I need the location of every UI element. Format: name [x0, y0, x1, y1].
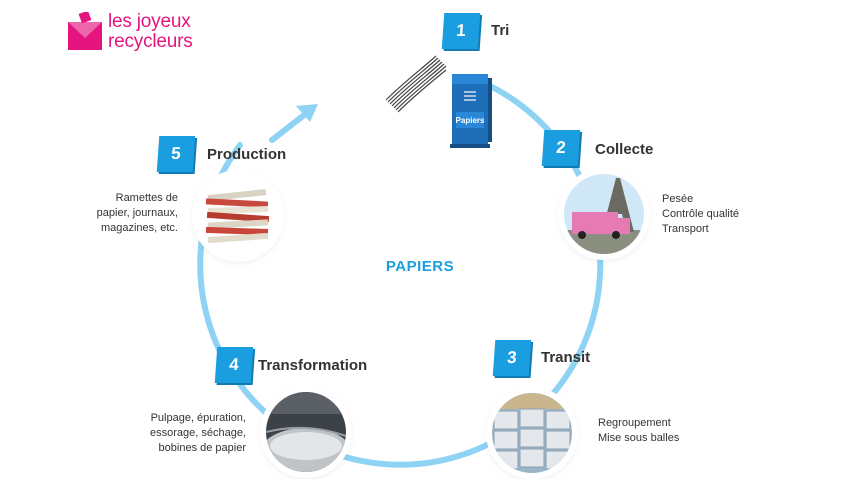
step-1-number: 1 [455, 21, 467, 40]
step-3-description: Regroupement Mise sous balles [598, 416, 679, 446]
paper-stack-icon [376, 44, 452, 120]
paper-bin-icon: Papiers [450, 74, 492, 148]
step-5-desc-line: magazines, etc. [100, 222, 178, 234]
cycle-arrow-icon [269, 104, 318, 143]
step-3-desc-line: Regroupement [598, 417, 671, 429]
step-3-badge: 3 [492, 340, 532, 376]
brand-name: les joyeux recycleurs [108, 12, 193, 52]
step-2-description: Pesée Contrôle qualité Transport [662, 192, 739, 237]
step-3-desc-line: Mise sous balles [598, 432, 680, 444]
newspaper-stack-photo [198, 176, 278, 256]
photo-transit [492, 393, 572, 473]
step-2-desc-line: Pesée [662, 193, 694, 205]
step-5-desc-line: Ramettes de [115, 192, 178, 204]
step-5-number: 5 [170, 144, 182, 163]
step-5-description: Ramettes de papier, journaux, magazines,… [60, 191, 178, 236]
step-4-badge: 4 [214, 347, 254, 383]
brand-line-1: les joyeux [108, 11, 191, 32]
step-4-number: 4 [228, 355, 240, 374]
logo-mark-icon [68, 12, 102, 50]
step-2-desc-line: Transport [662, 223, 709, 235]
step-4-description: Pulpage, épuration, essorage, séchage, b… [118, 411, 246, 456]
step-2-number: 2 [555, 138, 567, 157]
step-4-desc-line: Pulpage, épuration, [150, 412, 246, 424]
brand-logo: les joyeux recycleurs [66, 6, 206, 54]
photo-transformation [266, 392, 346, 472]
photo-production [198, 176, 278, 256]
step-2-desc-line: Contrôle qualité [662, 208, 740, 220]
step-1-title: Tri [491, 22, 510, 39]
paper-mill-photo [266, 392, 346, 472]
brand-line-2: recycleurs [108, 31, 193, 52]
step-2-badge: 2 [541, 130, 581, 166]
bin-label: Papiers [456, 116, 485, 125]
center-label: PAPIERS [385, 258, 455, 275]
step-4-desc-line: bobines de papier [158, 442, 246, 454]
step-1-badge: 1 [441, 13, 481, 49]
step-3-number: 3 [506, 348, 518, 367]
paper-bales-photo [492, 393, 572, 473]
step-4-title: Transformation [258, 357, 368, 374]
photo-collecte [564, 174, 644, 254]
step-3-title: Transit [541, 349, 591, 366]
step-5-badge: 5 [156, 136, 196, 172]
step-2-title: Collecte [595, 141, 654, 158]
step-5-title: Production [207, 146, 287, 163]
photo-tri [374, 42, 454, 122]
eiffel-truck-photo [564, 174, 644, 254]
step-4-desc-line: essorage, séchage, [149, 427, 246, 439]
step-5-desc-line: papier, journaux, [96, 207, 178, 219]
